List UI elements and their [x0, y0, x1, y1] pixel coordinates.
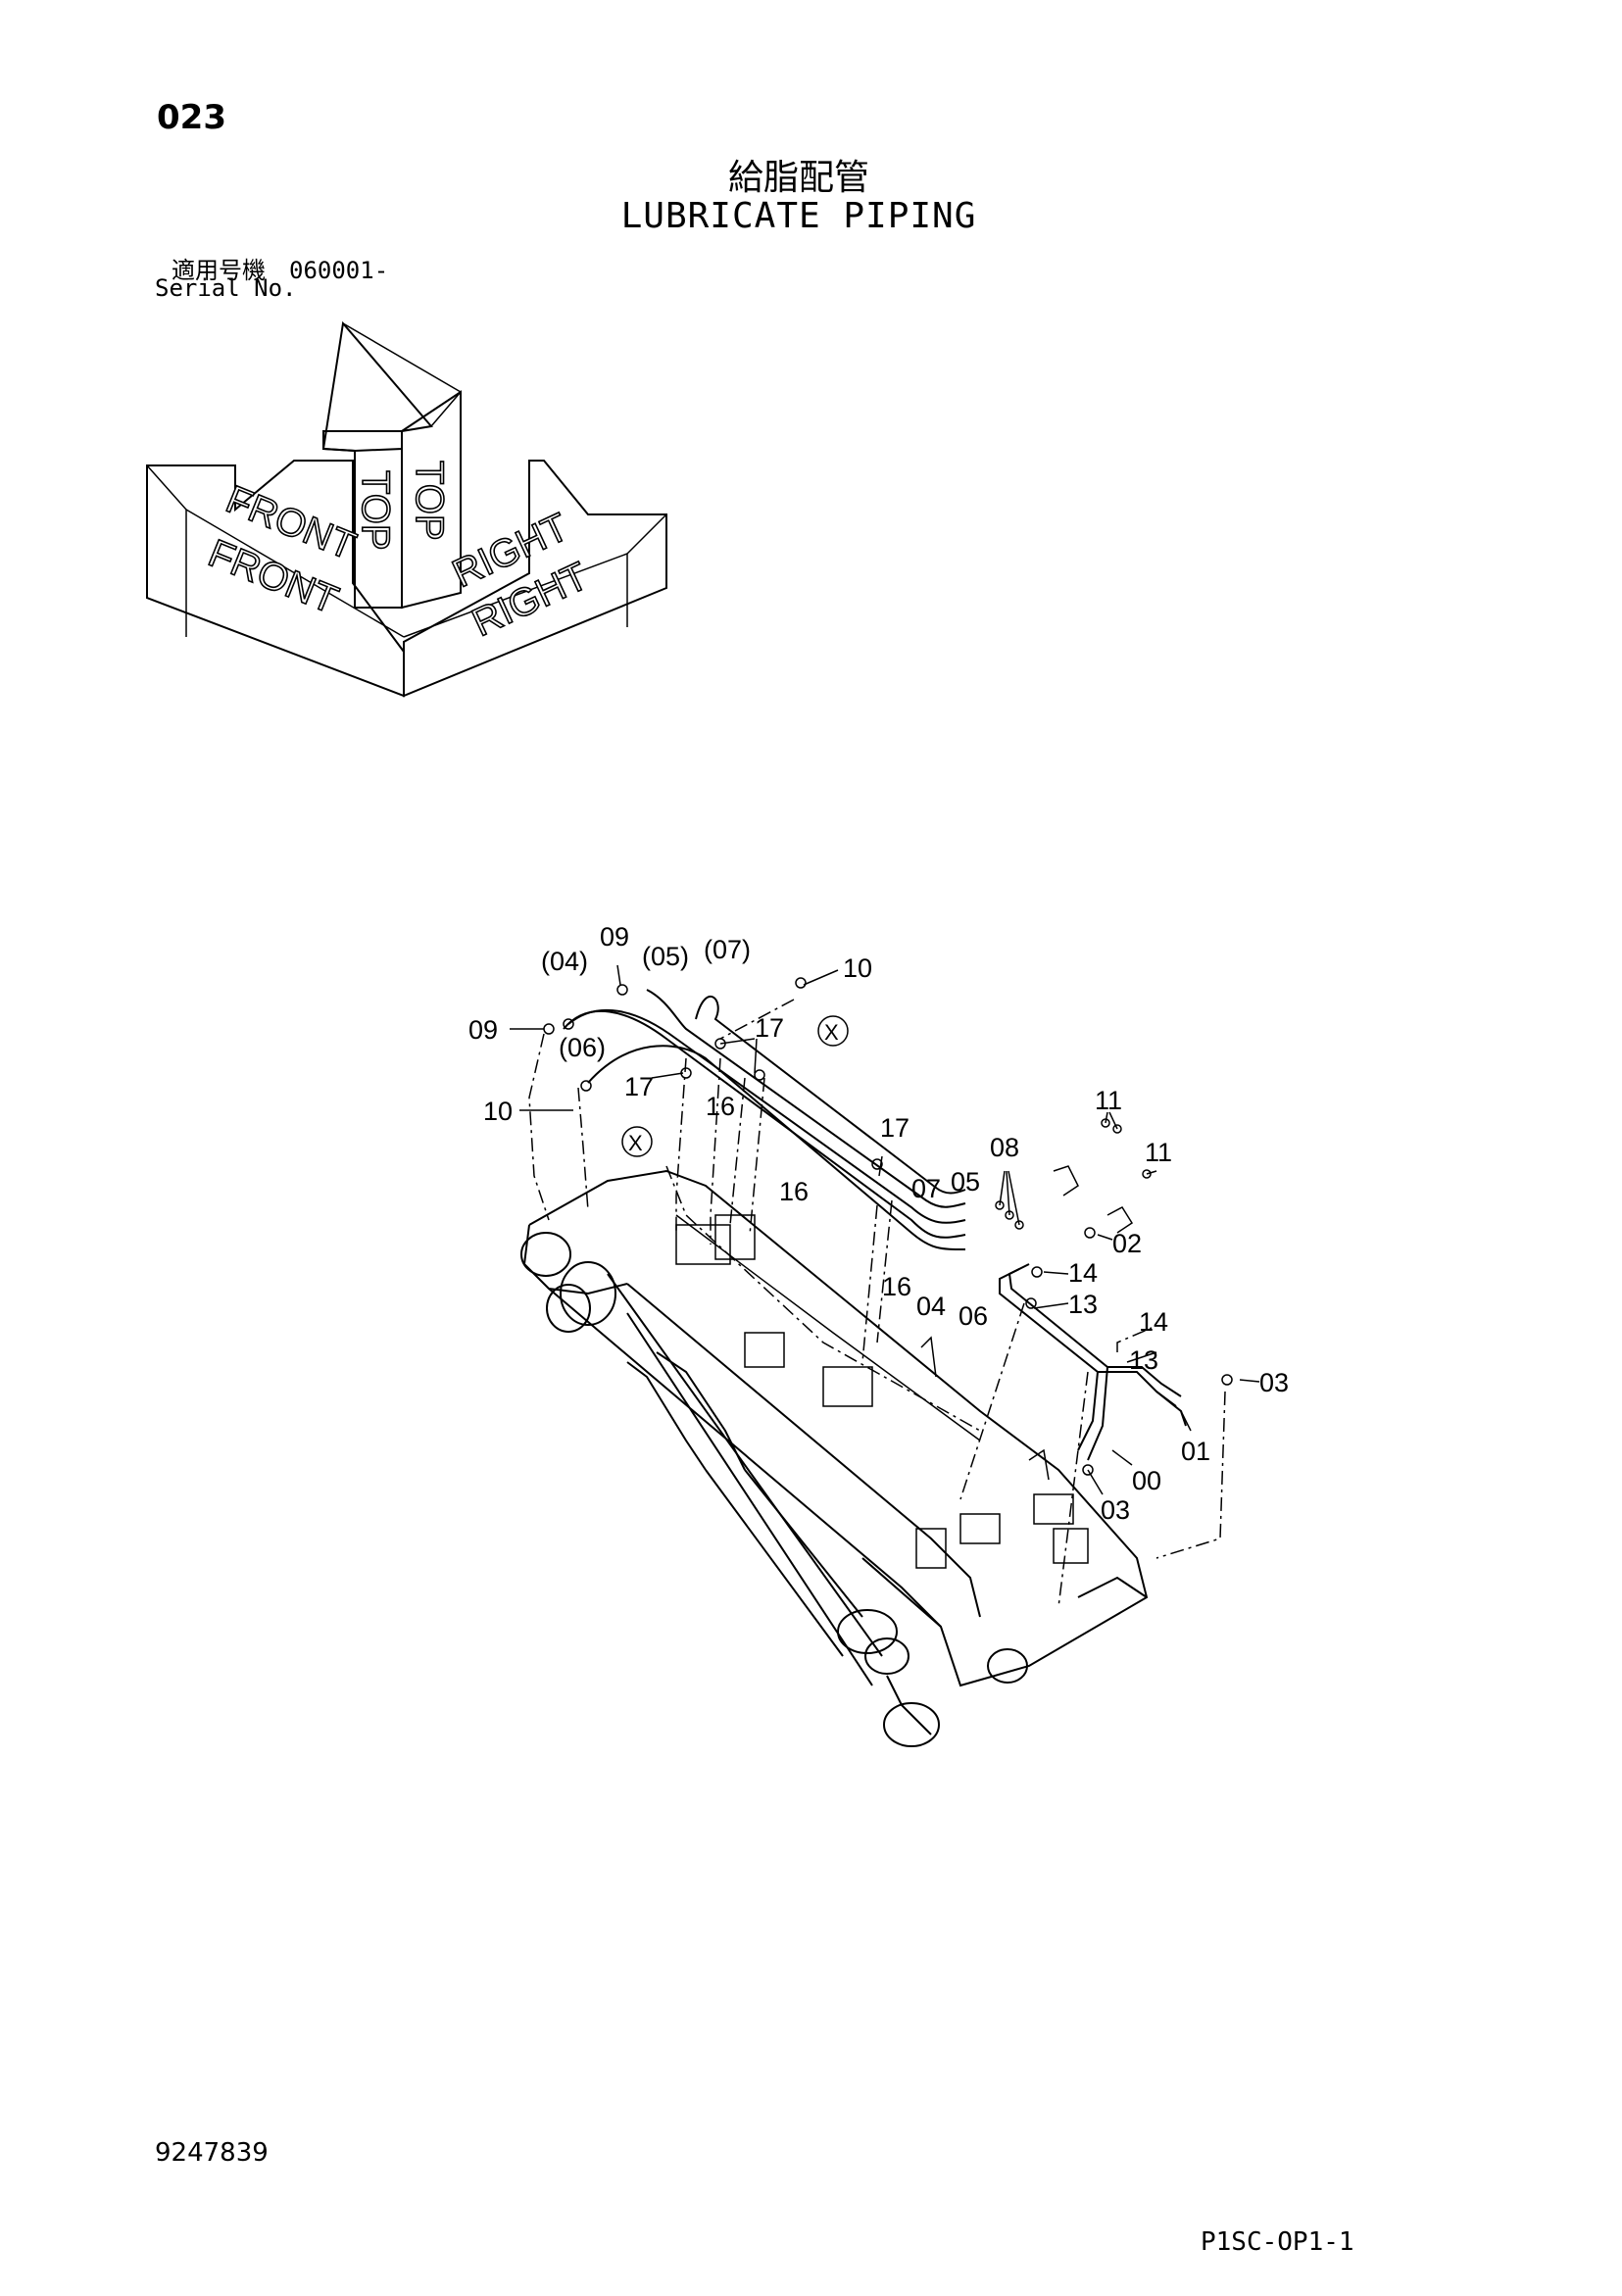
callout-label: 10 — [843, 953, 872, 983]
callout-label: X — [628, 1131, 643, 1155]
callout-label: 03 — [1101, 1495, 1130, 1525]
callout-label: 13 — [1068, 1290, 1098, 1319]
leader-lines — [528, 999, 1226, 1608]
serial-range-label: 適用号機 060001- — [172, 257, 389, 284]
callout-label: 17 — [624, 1072, 654, 1101]
callout-label: 09 — [600, 922, 629, 952]
page-title-japanese: 給脂配管 — [727, 158, 869, 198]
callout-pointers — [510, 964, 1260, 1495]
drawing-number: 9247839 — [155, 2138, 269, 2168]
callout-label: (07) — [704, 935, 751, 964]
top-label-right: TOP — [408, 461, 451, 541]
orientation-indicator: TOP TOP FRONT FRONT RIGHT RIGHT — [146, 320, 667, 698]
callout-label: 06 — [958, 1301, 988, 1331]
callout-label: 01 — [1181, 1437, 1210, 1466]
steel-pipes — [999, 1263, 1187, 1461]
callout-label: 16 — [882, 1272, 911, 1301]
grease-hoses — [563, 989, 966, 1250]
callout-label: 10 — [483, 1097, 513, 1126]
top-label-left: TOP — [354, 470, 397, 551]
callout-label: 08 — [990, 1133, 1019, 1162]
page-title-english: LUBRICATE PIPING — [620, 196, 977, 236]
callout-label: 16 — [706, 1092, 735, 1121]
callout-label: 07 — [911, 1174, 941, 1203]
callout-label: 00 — [1132, 1466, 1161, 1495]
sheet-code: P1SC-OP1-1 — [1201, 2227, 1354, 2257]
page-number: 023 — [157, 98, 226, 137]
callout-label: 05 — [951, 1167, 980, 1197]
callout-label: 17 — [880, 1113, 909, 1143]
callout-label: 14 — [1139, 1307, 1168, 1337]
callout-label: (06) — [559, 1033, 606, 1062]
callout-labels: (04) 09 (05) (07) 10 09 (06) 17 17 10 X … — [468, 922, 1289, 1525]
callout-label: 04 — [916, 1292, 946, 1321]
fittings — [543, 977, 1233, 1476]
serial-number-label: Serial No. — [155, 274, 297, 302]
callout-label: 13 — [1129, 1345, 1158, 1375]
callout-label: (04) — [541, 947, 588, 976]
callout-label: 03 — [1259, 1368, 1289, 1397]
callout-label: 02 — [1112, 1229, 1142, 1258]
callout-label: 17 — [755, 1013, 784, 1043]
boom-structure — [520, 1169, 1149, 1747]
callout-label: (05) — [642, 942, 689, 971]
callout-label: 16 — [779, 1177, 809, 1206]
callout-label: X — [824, 1020, 839, 1045]
callout-label: 11 — [1095, 1086, 1122, 1115]
callout-label: 11 — [1145, 1138, 1172, 1167]
callout-label: 14 — [1068, 1258, 1098, 1288]
callout-label: 09 — [468, 1015, 498, 1045]
